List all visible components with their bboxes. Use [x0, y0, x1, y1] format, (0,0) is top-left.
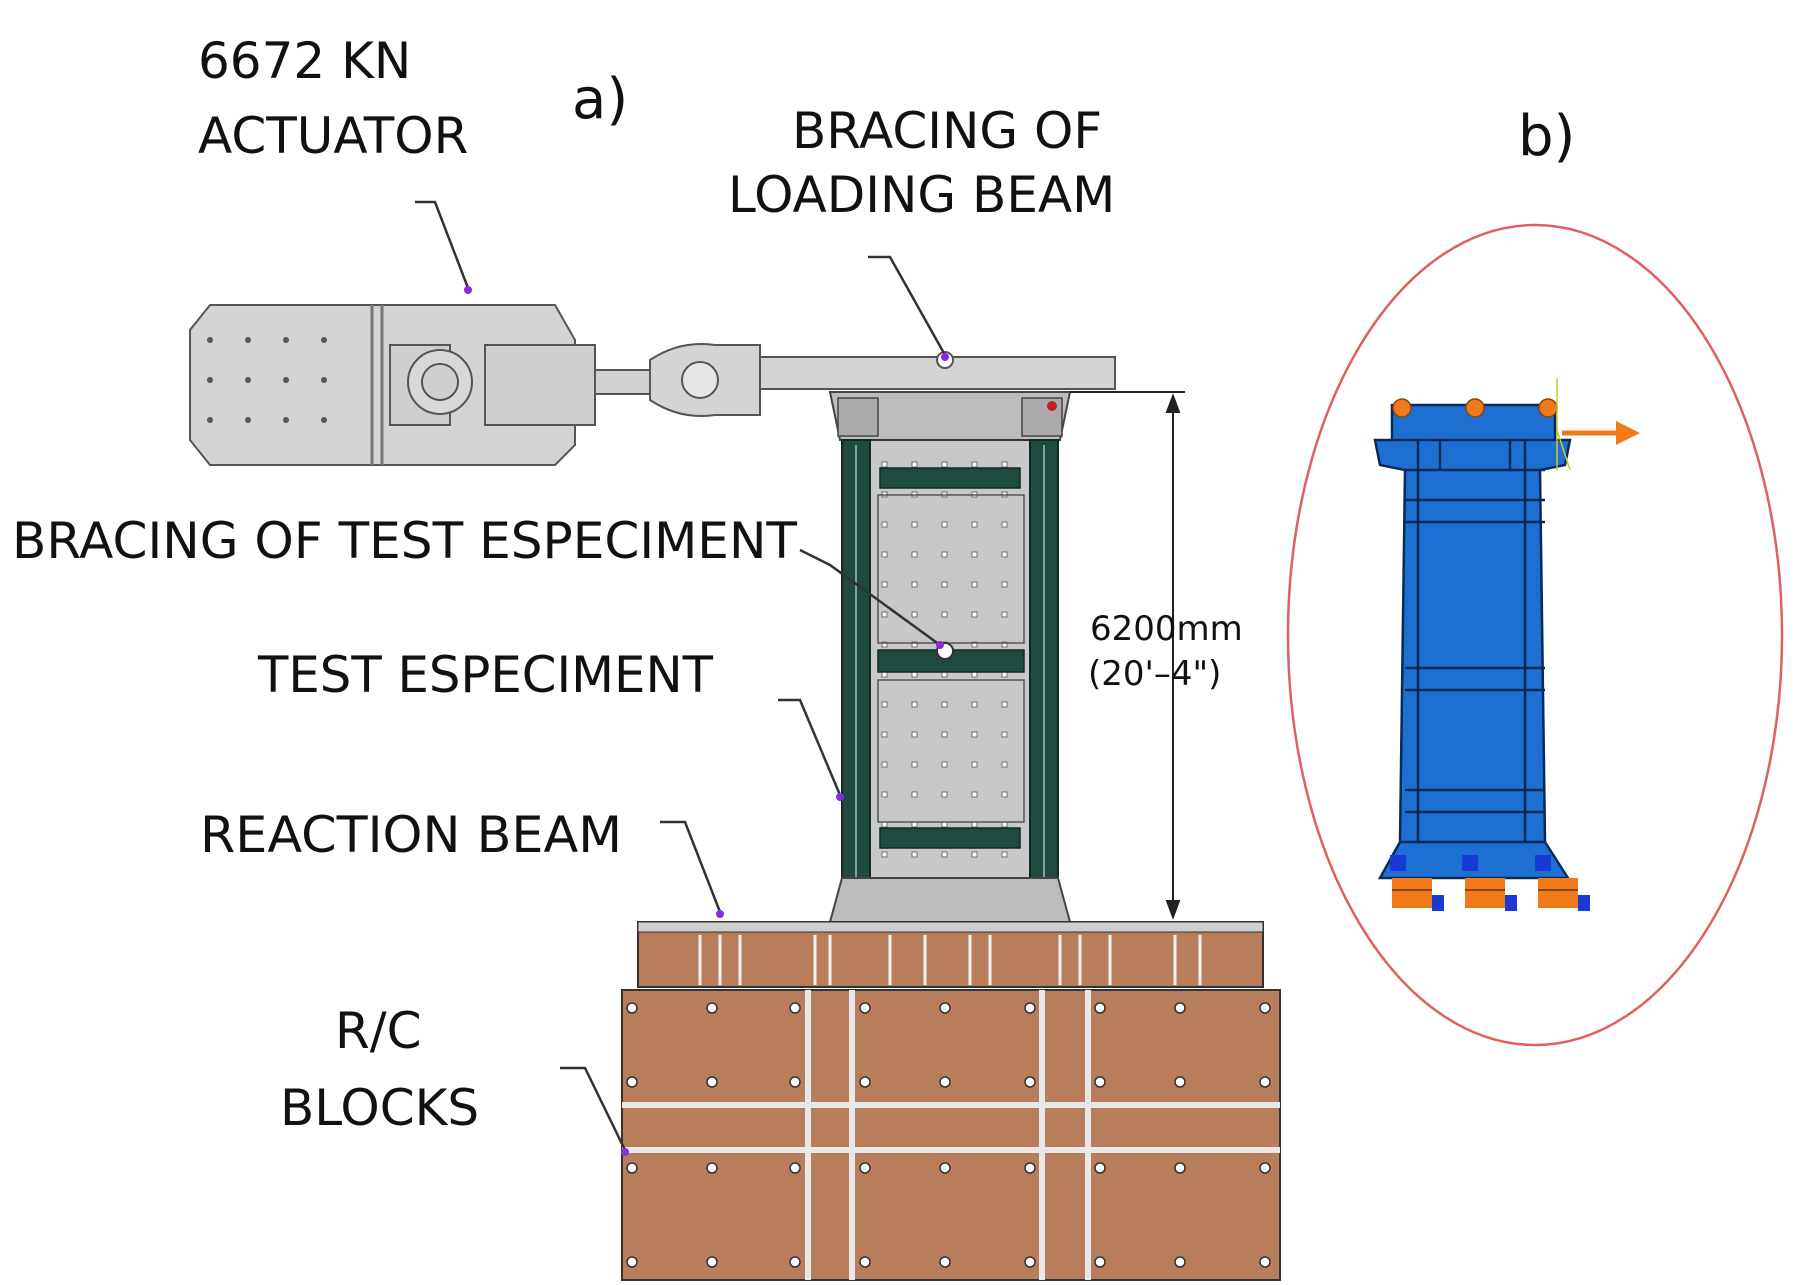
panel-a: 6200mm (20'–4") a) 6672 KN ACTUATOR BRAC… [12, 32, 1281, 1281]
actuator [189, 304, 761, 466]
height-dimension [1070, 391, 1185, 920]
actuator-label-line1: 6672 KN [198, 32, 411, 90]
test-specimen [841, 439, 1059, 911]
leader-lines [415, 200, 947, 1151]
loading-bracing-label-line2: LOADING BEAM [728, 166, 1115, 224]
model-highlight-ellipse [1286, 223, 1784, 1047]
load-nodes [1392, 398, 1558, 418]
actuator-label-line2: ACTUATOR [198, 107, 468, 165]
bottom-cap [828, 877, 1072, 923]
rc-blocks-label-line2: BLOCKS [280, 1079, 479, 1137]
leader-tips [464, 286, 949, 1156]
fe-model [1373, 403, 1572, 880]
panel-label-a: a) [572, 67, 628, 132]
dimension-metric: 6200mm [1090, 609, 1243, 649]
specimen-bracing-label: BRACING OF TEST ESPECIMENT [12, 512, 797, 570]
test-specimen-label: TEST ESPECIMENT [257, 646, 713, 704]
loading-bracing-label-line1: BRACING OF [792, 102, 1102, 160]
reaction-beam-label: REACTION BEAM [200, 806, 622, 864]
reaction-beam [637, 921, 1264, 988]
rc-blocks-label-line1: R/C [335, 1002, 422, 1060]
panel-label-b: b) [1518, 104, 1575, 169]
load-arrow [1556, 378, 1640, 471]
rc-blocks [621, 989, 1281, 1281]
top-cap [828, 391, 1072, 441]
panel-b: b) [1286, 104, 1784, 1047]
support-constraints [1390, 855, 1590, 911]
loading-beam [759, 351, 1116, 390]
dimension-imperial: (20'–4") [1088, 654, 1221, 694]
